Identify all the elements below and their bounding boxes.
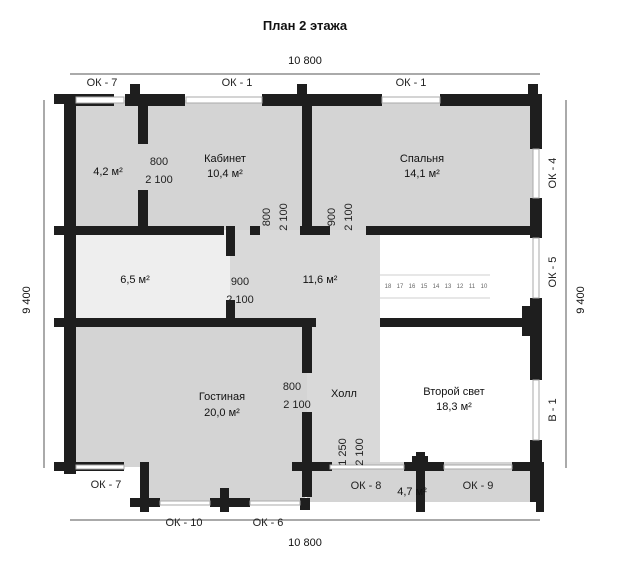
door5-height: 2 100 <box>283 399 311 411</box>
door1-width: 800 <box>150 156 168 168</box>
stair-num: 11 <box>469 284 476 290</box>
window-label-ok1-a: ОК - 1 <box>222 77 253 89</box>
door2-width: 800 <box>261 208 273 226</box>
room-living-area: 20,0 м² <box>204 407 240 419</box>
window-label-ok4: ОК - 4 <box>547 158 559 189</box>
door2-height: 2 100 <box>278 203 290 231</box>
room-hall-name: Холл <box>331 388 357 400</box>
room-bedroom-name: Спальня <box>400 153 444 165</box>
plan-title: План 2 этажа <box>263 18 348 33</box>
room-bedroom-area: 14,1 м² <box>404 168 440 180</box>
room-second-light-name: Второй свет <box>423 386 484 398</box>
door6-height: 2 100 <box>354 438 366 466</box>
room-office-name: Кабинет <box>204 153 246 165</box>
door4-height: 2 100 <box>226 294 254 306</box>
stair-num: 13 <box>445 284 452 290</box>
window-label-ok7-top: ОК - 7 <box>87 77 118 89</box>
window-label-v1: В - 1 <box>547 398 559 421</box>
dim-right: 9 400 <box>575 286 587 314</box>
walls <box>54 84 544 512</box>
stair-num: 14 <box>433 284 440 290</box>
room-office-area: 10,4 м² <box>207 168 243 180</box>
room-living-name: Гостиная <box>199 391 245 403</box>
door3-width: 900 <box>326 208 338 226</box>
room-center-area: 11,6 м² <box>303 274 338 286</box>
door3-height: 2 100 <box>343 203 355 231</box>
stair-num: 16 <box>409 284 416 290</box>
window-label-ok1-b: ОК - 1 <box>396 77 427 89</box>
room-balcony-area: 4,7 м² <box>397 486 427 498</box>
window-label-ok5: ОК - 5 <box>547 257 559 288</box>
window-label-ok6: ОК - 6 <box>253 517 284 529</box>
dimension-lines <box>43 73 567 521</box>
stair-num: 12 <box>457 284 464 290</box>
stair-num: 10 <box>481 284 488 290</box>
windows <box>75 96 540 506</box>
window-label-ok10: ОК - 10 <box>166 517 203 529</box>
door5-width: 800 <box>283 381 301 393</box>
room-storage-area: 4,2 м² <box>93 166 123 178</box>
window-label-ok8: ОК - 8 <box>351 480 382 492</box>
door6-width: 1 250 <box>337 438 349 466</box>
door1-height: 2 100 <box>145 174 173 186</box>
stair-num: 17 <box>397 284 404 290</box>
door4-width: 900 <box>231 276 249 288</box>
stairs <box>380 274 490 299</box>
dim-top: 10 800 <box>288 55 322 67</box>
room-65-area: 6,5 м² <box>120 274 150 286</box>
dim-left: 9 400 <box>21 286 33 314</box>
window-label-ok7-bottom: ОК - 7 <box>91 479 122 491</box>
window-label-ok9: ОК - 9 <box>463 480 494 492</box>
dim-bottom: 10 800 <box>288 537 322 549</box>
stair-num: 18 <box>385 284 392 290</box>
stair-num: 15 <box>421 284 428 290</box>
stair-numbers: 18 17 16 15 14 13 12 11 10 <box>385 284 488 290</box>
room-second-light-area: 18,3 м² <box>436 401 472 413</box>
